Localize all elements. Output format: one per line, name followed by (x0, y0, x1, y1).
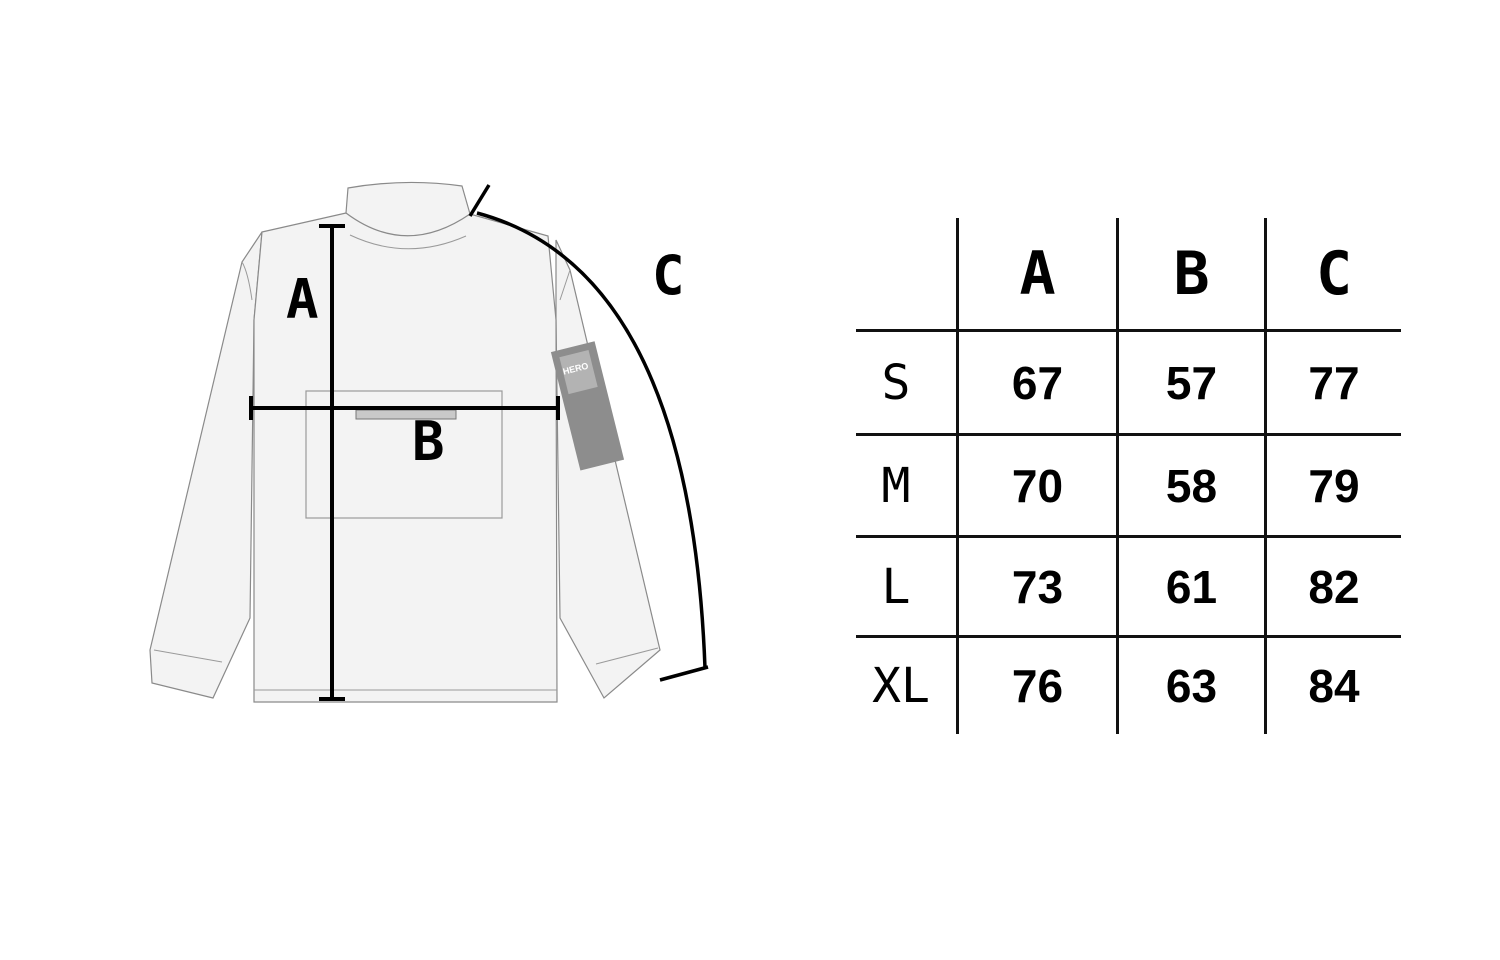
size-label-l: L (881, 558, 911, 615)
table-cell: 79 (1308, 459, 1360, 512)
table-cell: 84 (1308, 660, 1360, 712)
table-divider (956, 218, 959, 734)
size-table: A B C S 67 57 77 M 70 58 79 L 73 61 82 X… (856, 218, 1401, 734)
table-header-c: C (1315, 238, 1353, 309)
dimension-b-line (249, 396, 560, 420)
sleeve-patch: HERO (550, 341, 625, 471)
size-label-s: S (881, 354, 911, 411)
size-label-xl: XL (872, 658, 930, 714)
table-cell: 58 (1165, 459, 1218, 512)
table-divider (856, 433, 1401, 436)
table-cell: 77 (1308, 356, 1360, 409)
table-cell: 57 (1165, 356, 1218, 409)
table-header-corner (856, 218, 956, 329)
sweatshirt-drawing (149, 181, 661, 703)
table-divider (1264, 218, 1267, 734)
table-header-a: A (1019, 238, 1056, 309)
table-cell: 73 (1011, 560, 1064, 613)
table-cell: 63 (1165, 660, 1218, 712)
table-cell: 61 (1165, 560, 1218, 613)
dimension-b-label: B (412, 410, 445, 473)
table-header-b: B (1173, 238, 1210, 309)
seam-lines (153, 234, 659, 691)
table-divider (1116, 218, 1119, 734)
table-cell: 82 (1308, 560, 1360, 613)
dimension-a-label: A (286, 268, 319, 331)
dimension-c-line (468, 184, 709, 682)
table-cell: 76 (1011, 660, 1064, 712)
table-divider (856, 329, 1401, 332)
dimension-c-label: C (652, 244, 685, 307)
garment-diagram: HERO A B C (149, 181, 709, 703)
table-divider (856, 535, 1401, 538)
size-label-m: M (881, 457, 911, 514)
table-divider (856, 635, 1401, 638)
table-cell: 70 (1011, 459, 1064, 512)
table-cell: 67 (1011, 356, 1064, 409)
dimension-a-line (319, 224, 345, 701)
front-pocket (305, 390, 503, 519)
